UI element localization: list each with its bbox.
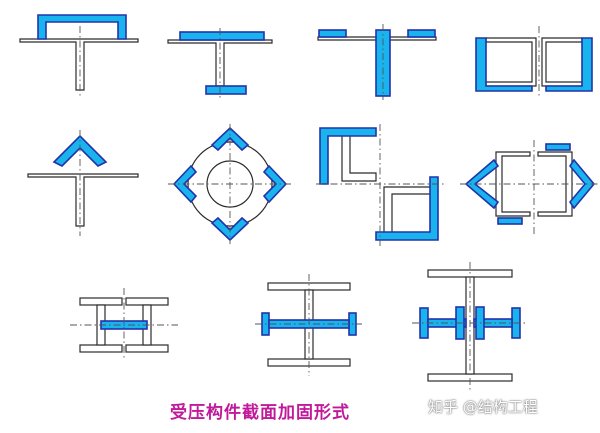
fig-small-h-web-plate <box>70 288 178 360</box>
fig-t-section-top-channel <box>19 14 139 96</box>
fig-t-section-angle-cap <box>27 130 139 236</box>
fig-double-angle-outer-angles <box>316 124 446 246</box>
fig-round-section-four-angles <box>168 124 292 244</box>
fig-double-channel-box <box>475 26 593 98</box>
watermark-text: 知乎 @结构工程 <box>428 398 538 416</box>
fig-t-section-vertical-plates <box>317 24 437 100</box>
fig-h-section-flange-stiffeners <box>412 262 528 390</box>
figure-caption: 受压构件截面加固形式 <box>170 403 350 423</box>
fig-h-section-side-plates <box>255 274 362 376</box>
fig-double-channel-side-angles <box>460 140 598 236</box>
fig-t-section-flange-plates <box>167 28 273 100</box>
